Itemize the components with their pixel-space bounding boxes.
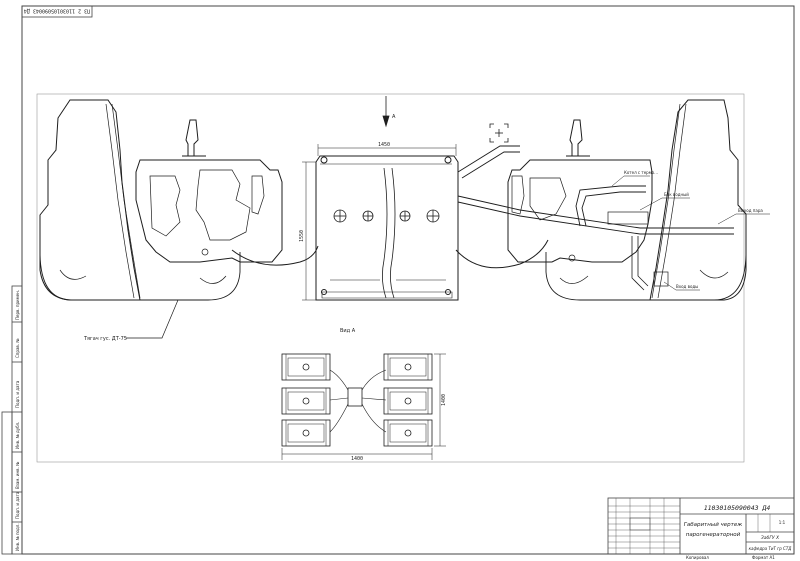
format-label: Формат А1 — [752, 555, 775, 560]
corner-stamp-text: ПЗ 2 11030105090043 Д4 — [24, 8, 90, 14]
track-unit-r2 — [383, 387, 433, 415]
strip-cell: Подп. и дата — [15, 491, 20, 519]
strip-cell: Справ. № — [15, 339, 20, 358]
track-unit-l3 — [281, 419, 331, 447]
left-tractor — [39, 99, 319, 339]
strip-cell: Инв. № дубл. — [15, 422, 20, 449]
center-tank — [302, 144, 549, 301]
callout-water-tank: Бак водный — [664, 192, 689, 197]
view-arrow — [382, 96, 390, 128]
tractor-label: Тягач гус. ДТ-75 — [83, 336, 127, 342]
view-a — [281, 353, 446, 460]
dim-tank-height: 1550 — [299, 230, 305, 242]
left-strip — [1, 285, 23, 555]
dim-tank-width: 1450 — [378, 142, 390, 148]
strip-cell: Подп. и дата — [15, 380, 20, 408]
org-line-1: ЗабГУ Х — [761, 535, 780, 541]
sheet-frame — [21, 5, 795, 555]
right-tractor — [457, 99, 770, 301]
title-line-1: Габаритный чертеж — [684, 522, 742, 528]
copied-label: Копировал — [686, 555, 709, 560]
strip-cell: Взам. инв. № — [15, 462, 20, 489]
track-unit-l2 — [281, 387, 331, 415]
drawing-area-border — [36, 93, 745, 463]
scale-label: 1:1 — [779, 520, 786, 525]
callout-boiler: Котел с термо... — [624, 170, 658, 175]
callout-steam-out: Выход пара — [738, 208, 763, 213]
strip-cell: Инв. № подл. — [15, 523, 20, 551]
track-unit-r1 — [383, 353, 433, 381]
corner-stamp: ПЗ 2 11030105090043 Д4 — [21, 5, 93, 18]
view-arrow-letter: А — [392, 114, 396, 120]
dim-view-width: 1400 — [351, 456, 363, 462]
dim-view-height: 1400 — [441, 394, 447, 406]
track-unit-l1 — [281, 353, 331, 381]
callout-water-in: Вход воды — [676, 284, 698, 289]
title-block — [607, 497, 795, 555]
view-caption: Вид А — [340, 328, 356, 334]
title-designation: 11030105090043 Д4 — [704, 504, 771, 512]
title-line-2: парогенераторной — [686, 532, 741, 538]
track-unit-r3 — [383, 419, 433, 447]
org-line-2: кафедра ТиТ гр СТД — [749, 546, 792, 551]
strip-cell: Перв. примен. — [15, 290, 20, 320]
